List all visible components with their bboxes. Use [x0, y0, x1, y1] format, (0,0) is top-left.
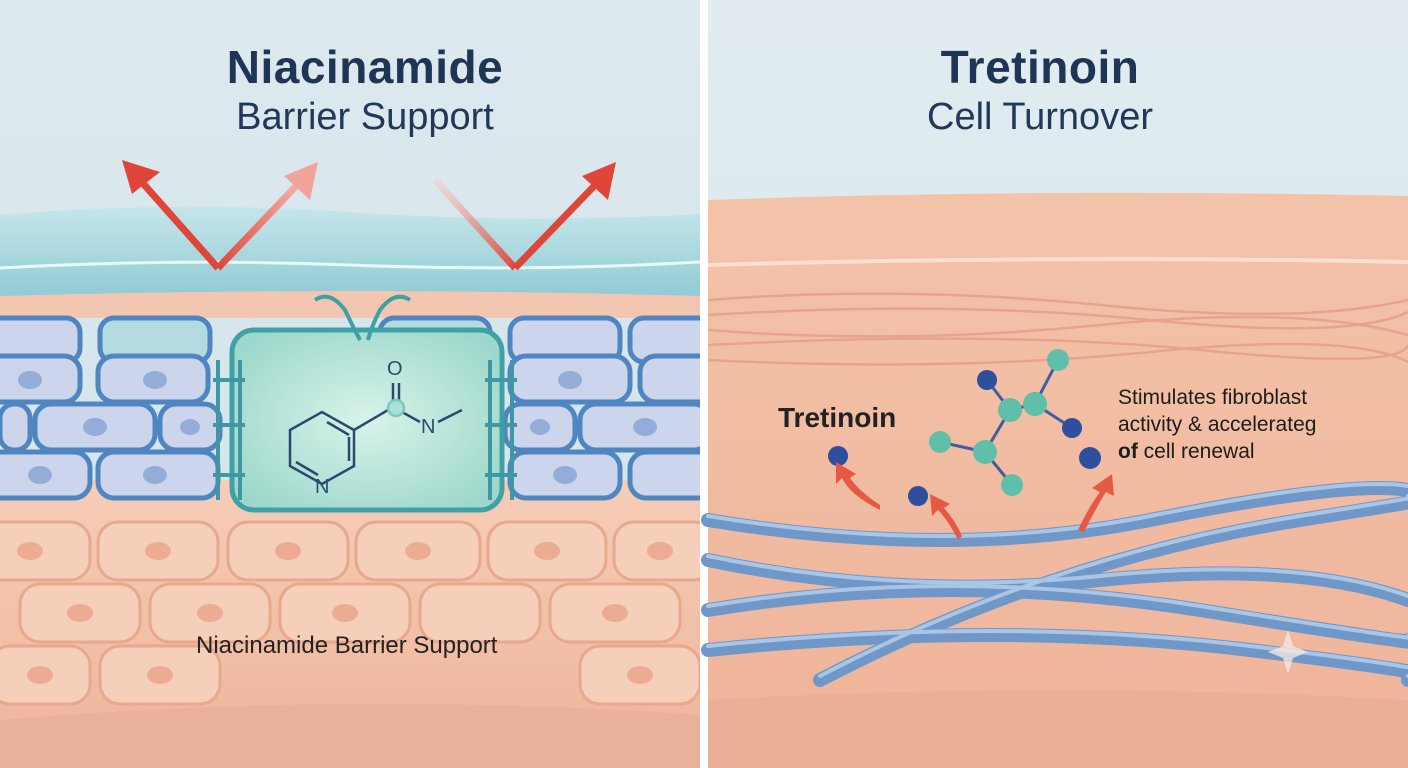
tretinoin-label: Tretinoin: [778, 402, 897, 433]
panel-divider: [700, 0, 708, 768]
reflection-arrows: [122, 160, 616, 271]
left-title: Niacinamide: [226, 41, 504, 93]
collagen-fibers: [701, 481, 1408, 687]
niacinamide-molecule: [288, 383, 463, 486]
annotation-line-3-rest: cell renewal: [1137, 440, 1255, 463]
atom-nitrogen-amide: N: [421, 416, 436, 438]
cell-nuclei: [18, 371, 657, 484]
annotation-line-3: of cell renewal: [1118, 438, 1368, 465]
tretinoin-annotation: Stimulates fibroblast activity & acceler…: [1118, 384, 1368, 465]
tissue-nuclei: [17, 542, 673, 684]
sparkle-icon: [1268, 630, 1308, 674]
right-title: Tretinoin: [940, 41, 1140, 93]
left-subtitle: Barrier Support: [236, 96, 494, 138]
lower-dermis: [0, 703, 700, 768]
right-subtitle: Cell Turnover: [927, 96, 1153, 138]
activity-arrows: [836, 462, 1114, 540]
atom-nitrogen-ring: N: [315, 476, 330, 498]
annotation-bold-word: of: [1118, 440, 1138, 463]
atom-oxygen: O: [387, 358, 403, 380]
left-bottom-label: Niacinamide Barrier Support: [196, 632, 498, 659]
annotation-line-1: Stimulates fibroblast: [1118, 386, 1308, 409]
annotation-line-2: activity & accelerateg: [1118, 413, 1317, 436]
right-lower-dermis: [708, 690, 1408, 768]
niacinamide-cell: [213, 294, 517, 513]
tretinoin-molecule: [828, 349, 1101, 506]
